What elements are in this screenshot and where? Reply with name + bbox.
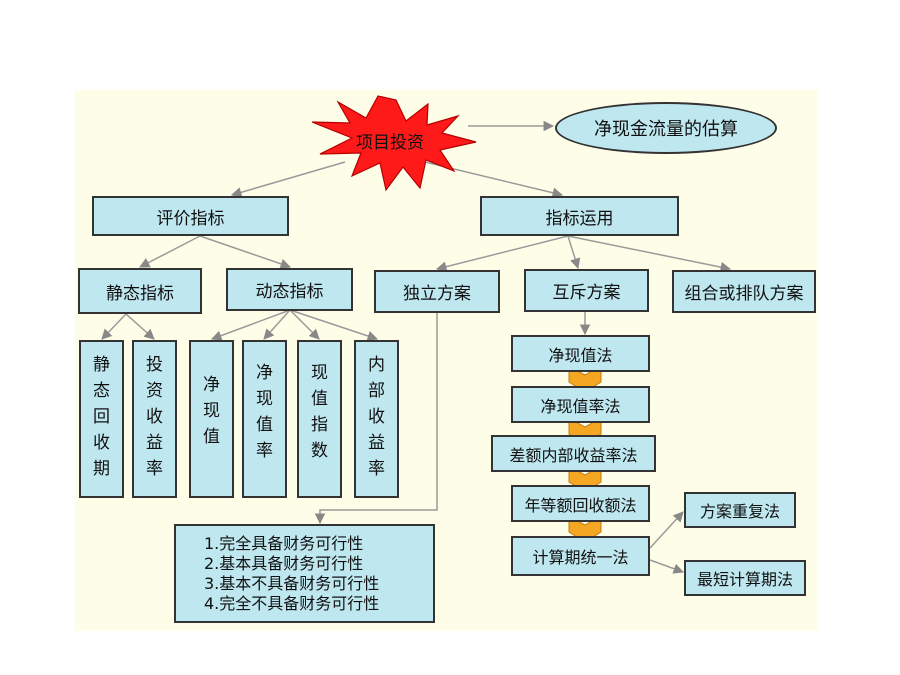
npv-node: 净现值	[189, 340, 234, 498]
flow-arrow-1	[568, 365, 602, 393]
link-static-item2	[125, 313, 155, 340]
feasibility-item-1: 1.完全具备财务可行性	[204, 533, 364, 553]
burst-star-icon	[311, 95, 477, 192]
independent-plan-node: 独立方案	[374, 270, 500, 313]
link-unify-repeat	[649, 511, 684, 549]
feasibility-item-3: 3.基本不具备财务可行性	[204, 573, 380, 593]
link-apply-independent	[435, 235, 569, 272]
link-eval-static	[139, 235, 201, 268]
method-repeat-node: 方案重复法	[684, 492, 796, 528]
link-dynamic-item4	[289, 309, 378, 341]
method-npv-node: 净现值法	[511, 335, 650, 372]
npv-rate-label: 净现值率	[256, 363, 273, 461]
static-indicators-node: 静态指标	[78, 268, 202, 314]
eval-indicators-node: 评价指标	[92, 196, 289, 236]
pv-index-label: 现值指数	[311, 363, 328, 461]
feasibility-item-2: 2.基本具备财务可行性	[204, 553, 364, 573]
link-dynamic-item3	[289, 309, 320, 340]
investment-return-label: 投资收益率	[146, 355, 163, 479]
static-payback-label: 静态回收期	[93, 355, 110, 479]
link-dynamic-item2	[263, 309, 291, 340]
link-root-eval	[230, 161, 346, 198]
link-static-item1	[101, 313, 127, 340]
link-eval-dynamic	[199, 235, 291, 269]
method-shortest-period-node: 最短计算期法	[684, 560, 806, 596]
npv-label: 净现值	[203, 375, 220, 447]
link-independent-feasibility	[314, 312, 438, 525]
investment-return-node: 投资收益率	[132, 340, 177, 498]
indicator-application-node: 指标运用	[480, 196, 679, 236]
npv-rate-node: 净现值率	[242, 340, 287, 498]
method-unified-period-node: 计算期统一法	[511, 536, 650, 576]
method-annual-equivalent-node: 年等额回收额法	[511, 485, 650, 522]
root-label: 项目投资	[356, 133, 424, 153]
method-npv-rate-node: 净现值率法	[511, 386, 650, 423]
link-apply-exclusive	[567, 235, 581, 270]
cashflow-estimate-node: 净现金流量的估算	[555, 102, 777, 154]
pv-index-node: 现值指数	[297, 340, 342, 498]
static-payback-node: 静态回收期	[79, 340, 124, 498]
feasibility-item-4: 4.完全不具备财务可行性	[204, 593, 380, 613]
flow-arrow-4	[568, 515, 602, 543]
combination-plan-node: 组合或排队方案	[672, 270, 816, 313]
exclusive-plan-node: 互斥方案	[524, 269, 649, 312]
irr-label: 内部收益率	[368, 355, 385, 479]
feasibility-list-node: 1.完全具备财务可行性 2.基本具备财务可行性 3.基本不具备财务可行性 4.完…	[174, 524, 435, 623]
link-dynamic-item1	[211, 309, 291, 341]
dynamic-indicators-node: 动态指标	[226, 268, 353, 311]
method-differential-irr-node: 差额内部收益率法	[491, 435, 656, 472]
link-unify-shortest	[649, 559, 684, 574]
irr-node: 内部收益率	[354, 340, 399, 498]
link-apply-combo	[567, 235, 732, 273]
